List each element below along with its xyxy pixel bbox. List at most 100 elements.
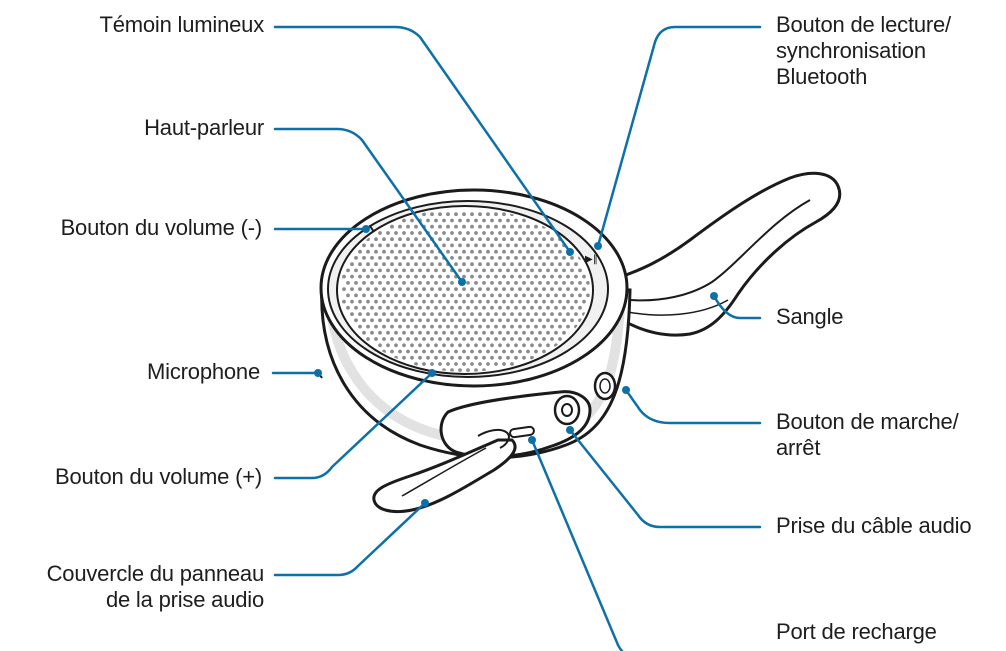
grille-dot [486, 337, 490, 341]
grille-dot [446, 362, 450, 366]
grille-dot [402, 256, 406, 260]
grille-dot [394, 269, 398, 273]
grille-dot [454, 287, 458, 291]
grille-dot [530, 256, 534, 260]
grille-dot [450, 244, 454, 248]
grille-dot [394, 281, 398, 285]
grille-dot [474, 343, 478, 347]
grille-dot [526, 325, 530, 329]
grille-dot [354, 318, 358, 322]
grille-dot [394, 294, 398, 298]
grille-dot [486, 212, 490, 216]
grille-dot [446, 275, 450, 279]
grille-dot [366, 312, 370, 316]
grille-dot [410, 219, 414, 223]
grille-dot [478, 250, 482, 254]
grille-dot [534, 250, 538, 254]
grille-dot [386, 281, 390, 285]
grille-dot [394, 306, 398, 310]
grille-dot [502, 287, 506, 291]
grille-dot [458, 356, 462, 360]
grille-dot [470, 300, 474, 304]
grille-dot [518, 337, 522, 341]
grille-dot [514, 294, 518, 298]
grille-dot [410, 231, 414, 235]
grille-dot [454, 300, 458, 304]
label-lecture-line1: Bouton de lecture/ [776, 12, 951, 38]
label-lecture-line2: synchronisation [776, 38, 951, 64]
grille-dot [454, 225, 458, 229]
grille-dot [466, 231, 470, 235]
grille-dot [542, 300, 546, 304]
grille-dot [522, 294, 526, 298]
grille-dot [534, 275, 538, 279]
grille-dot [546, 244, 550, 248]
label-marche-line1: Bouton de marche/ [776, 409, 959, 435]
grille-dot [550, 300, 554, 304]
grille-dot [426, 269, 430, 273]
grille-dot [462, 337, 466, 341]
grille-dot [398, 250, 402, 254]
grille-dot [426, 256, 430, 260]
grille-dot [514, 219, 518, 223]
grille-dot [470, 312, 474, 316]
grille-dot [462, 287, 466, 291]
grille-dot [414, 262, 418, 266]
grille-dot [438, 350, 442, 354]
grille-dot [414, 312, 418, 316]
grille-dot [402, 318, 406, 322]
grille-dot [566, 262, 570, 266]
grille-dot [438, 337, 442, 341]
grille-dot [462, 350, 466, 354]
grille-dot [414, 225, 418, 229]
grille-dot [398, 262, 402, 266]
grille-dot [474, 244, 478, 248]
label-haut-parleur: Haut-parleur [144, 115, 264, 141]
grille-dot [474, 306, 478, 310]
grille-dot [362, 331, 366, 335]
grille-dot [490, 231, 494, 235]
grille-dot [502, 212, 506, 216]
label-couvercle-line2: de la prise audio [47, 587, 264, 613]
leader-port-recharge [532, 440, 760, 651]
grille-dot [522, 256, 526, 260]
grille-dot [502, 350, 506, 354]
label-volume-plus: Bouton du volume (+) [55, 464, 262, 490]
grille-dot [466, 368, 470, 372]
grille-dot [518, 287, 522, 291]
grille-dot [458, 244, 462, 248]
grille-dot [506, 356, 510, 360]
grille-dot [574, 275, 578, 279]
grille-dot [378, 331, 382, 335]
grille-dot [482, 244, 486, 248]
grille-dot [506, 331, 510, 335]
grille-dot [486, 237, 490, 241]
grille-dot [478, 262, 482, 266]
grille-dot [406, 275, 410, 279]
grille-dot [538, 318, 542, 322]
grille-dot [434, 294, 438, 298]
grille-dot [462, 262, 466, 266]
grille-dot [546, 306, 550, 310]
grille-dot [586, 281, 590, 285]
grille-dot [450, 231, 454, 235]
grille-dot [386, 231, 390, 235]
grille-dot [518, 275, 522, 279]
grille-dot [478, 225, 482, 229]
grille-dot [454, 250, 458, 254]
grille-dot [398, 300, 402, 304]
grille-dot [506, 256, 510, 260]
grille-dot [478, 300, 482, 304]
grille-dot [390, 262, 394, 266]
grille-dot [526, 237, 530, 241]
grille-dot [550, 287, 554, 291]
grille-dot [406, 262, 410, 266]
grille-dot [362, 269, 366, 273]
grille-dot [402, 356, 406, 360]
grille-dot [442, 318, 446, 322]
grille-dot [370, 256, 374, 260]
grille-dot [490, 281, 494, 285]
grille-dot [370, 244, 374, 248]
grille-dot [534, 312, 538, 316]
grille-dot [346, 269, 350, 273]
